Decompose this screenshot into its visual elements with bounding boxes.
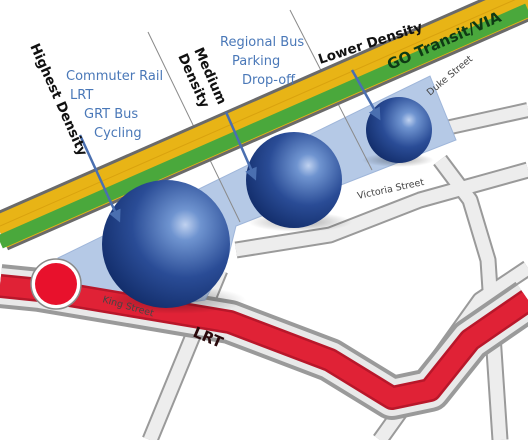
lrt-station-marker — [30, 258, 82, 310]
use-lrt: LRT — [70, 88, 93, 103]
use-parking: Parking — [232, 54, 280, 69]
arrow-medium — [224, 111, 257, 181]
highest-density-uses: Commuter Rail LRT GRT Bus Cycling — [66, 69, 163, 141]
arrow-lower — [350, 69, 381, 121]
use-drop-off: Drop-off — [242, 73, 296, 88]
pointer-arrows — [78, 69, 381, 223]
use-commuter-rail: Commuter Rail — [66, 69, 163, 84]
highest-density-sphere — [102, 180, 230, 308]
medium-density-sphere — [246, 132, 342, 228]
use-regional-bus: Regional Bus — [220, 35, 304, 50]
use-grt-bus: GRT Bus — [84, 107, 138, 122]
lower-density-sphere — [366, 97, 432, 163]
arrow-highest — [78, 134, 121, 223]
go-transit-rail-corridor — [0, 0, 528, 251]
medium-density-uses: Regional Bus Parking Drop-off — [220, 35, 304, 88]
use-cycling: Cycling — [94, 126, 142, 141]
